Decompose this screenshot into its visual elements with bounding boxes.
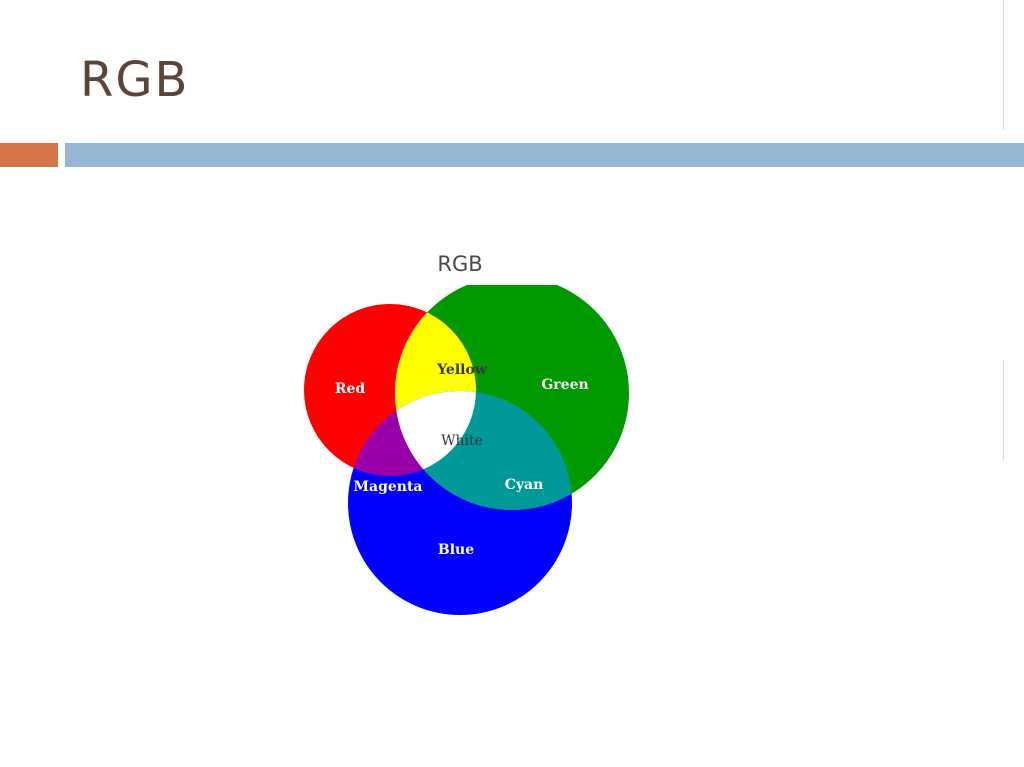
label-blue: Blue — [438, 542, 474, 558]
right-edge-line-top — [1003, 0, 1004, 130]
accent-bar-blue — [65, 143, 1024, 167]
label-red: Red — [335, 381, 366, 397]
region-magenta — [348, 391, 476, 476]
label-cyan: Cyan — [505, 477, 544, 493]
label-magenta: Magenta — [354, 479, 423, 495]
accent-bar-orange — [0, 143, 58, 167]
diagram-title: RGB — [437, 252, 483, 276]
label-green: Green — [541, 377, 588, 393]
rgb-venn-diagram: Red Yellow Green White Magenta Cyan Blue — [304, 285, 629, 615]
label-white: White — [441, 433, 483, 449]
slide-title: RGB — [80, 52, 190, 108]
label-yellow: Yellow — [436, 362, 488, 378]
right-edge-line-bottom — [1003, 360, 1004, 460]
